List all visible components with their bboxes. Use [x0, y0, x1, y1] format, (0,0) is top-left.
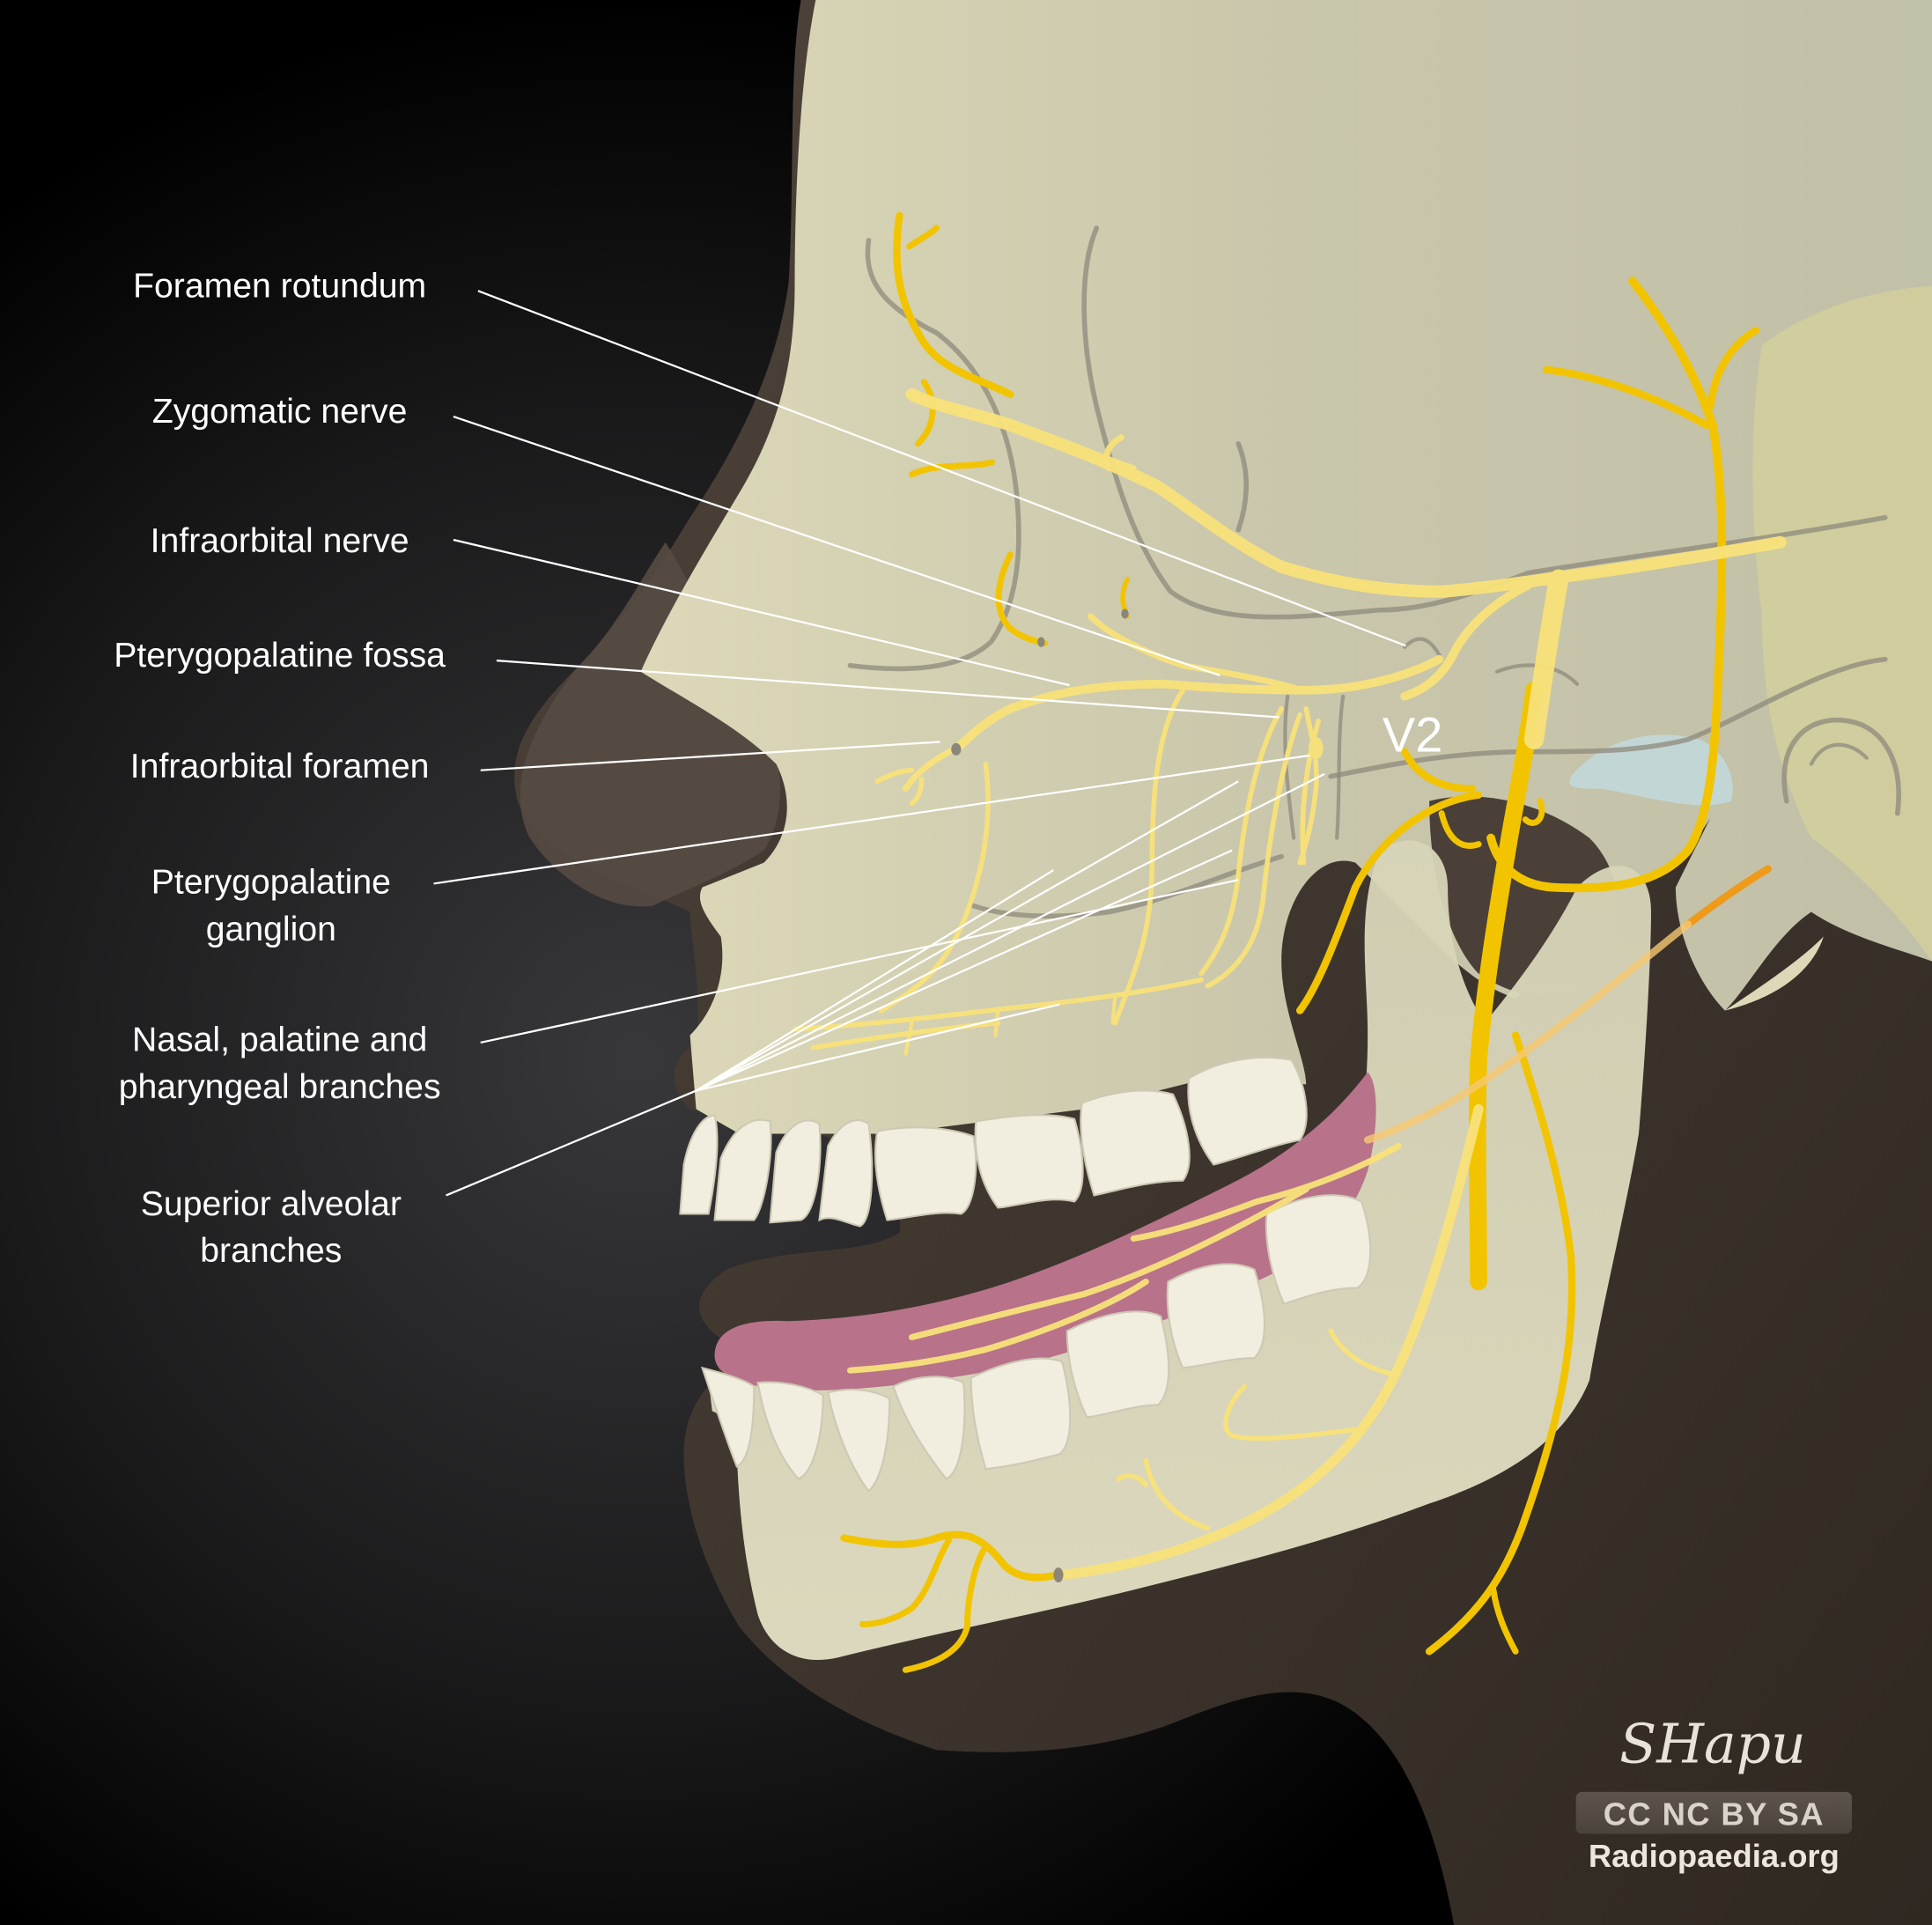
nerve-branches-pale [792, 387, 1787, 1581]
infraorbital-foramen-icon [951, 742, 962, 756]
leader-lines [433, 290, 1406, 1197]
skull-contours [847, 225, 1888, 918]
license-text: CC NC BY SA [1604, 1796, 1825, 1833]
leader-zygomatic-nerve [453, 415, 1220, 676]
leader-infraorbital-foramen [480, 741, 940, 771]
leader-pterygopalatine-fossa [496, 660, 1279, 719]
mental-foramen-icon [1053, 1567, 1064, 1582]
credit-block: SHapu CC NC BY SA Radiopaedia.org [1575, 1712, 1853, 1874]
label-zygomatic-nerve: Zygomatic nerve [152, 393, 408, 431]
chorda-tympani [1684, 865, 1773, 928]
site-name: Radiopaedia.org [1589, 1838, 1840, 1874]
leader-pterygopalatine-ganglion [433, 754, 1310, 885]
label-nasal-palatine-line1: Nasal, palatine and [132, 1022, 427, 1059]
label-nasal-palatine-line2: pharyngeal branches [119, 1068, 441, 1106]
leader-superior-alveolar-group [446, 772, 1325, 1197]
upper-teeth [679, 1056, 1308, 1228]
label-pterygopalatine-fossa: Pterygopalatine fossa [114, 637, 446, 675]
license-badge [1575, 1791, 1853, 1834]
label-pterygopalatine-ganglion-line2: ganglion [206, 911, 336, 948]
label-superior-alveolar-line1: Superior alveolar [141, 1185, 402, 1223]
leader-nasal-palatine [480, 879, 1239, 1044]
label-superior-alveolar-line2: branches [200, 1232, 342, 1270]
leader-foramen-rotundum [477, 290, 1406, 647]
label-infraorbital-foramen: Infraorbital foramen [130, 748, 430, 785]
leader-infraorbital-nerve [453, 538, 1070, 687]
label-infraorbital-nerve: Infraorbital nerve [151, 522, 409, 560]
v2-label: V2 [1383, 707, 1442, 763]
nose-shadow [520, 542, 780, 907]
artist-signature: SHapu [1619, 1712, 1806, 1775]
lower-teeth [700, 1194, 1372, 1493]
ear-canal-arc [1781, 717, 1901, 816]
foramen-markers [951, 608, 1129, 1582]
labels: Foramen rotundum Zygomatic nerve Infraor… [114, 267, 446, 1270]
nerve-branches-bright [840, 211, 1773, 1673]
temporal-bone [1752, 285, 1932, 962]
ear-canal-arc-inner [1809, 742, 1869, 766]
label-foramen-rotundum: Foramen rotundum [133, 267, 426, 305]
label-pterygopalatine-ganglion-line1: Pterygopalatine [151, 864, 391, 902]
